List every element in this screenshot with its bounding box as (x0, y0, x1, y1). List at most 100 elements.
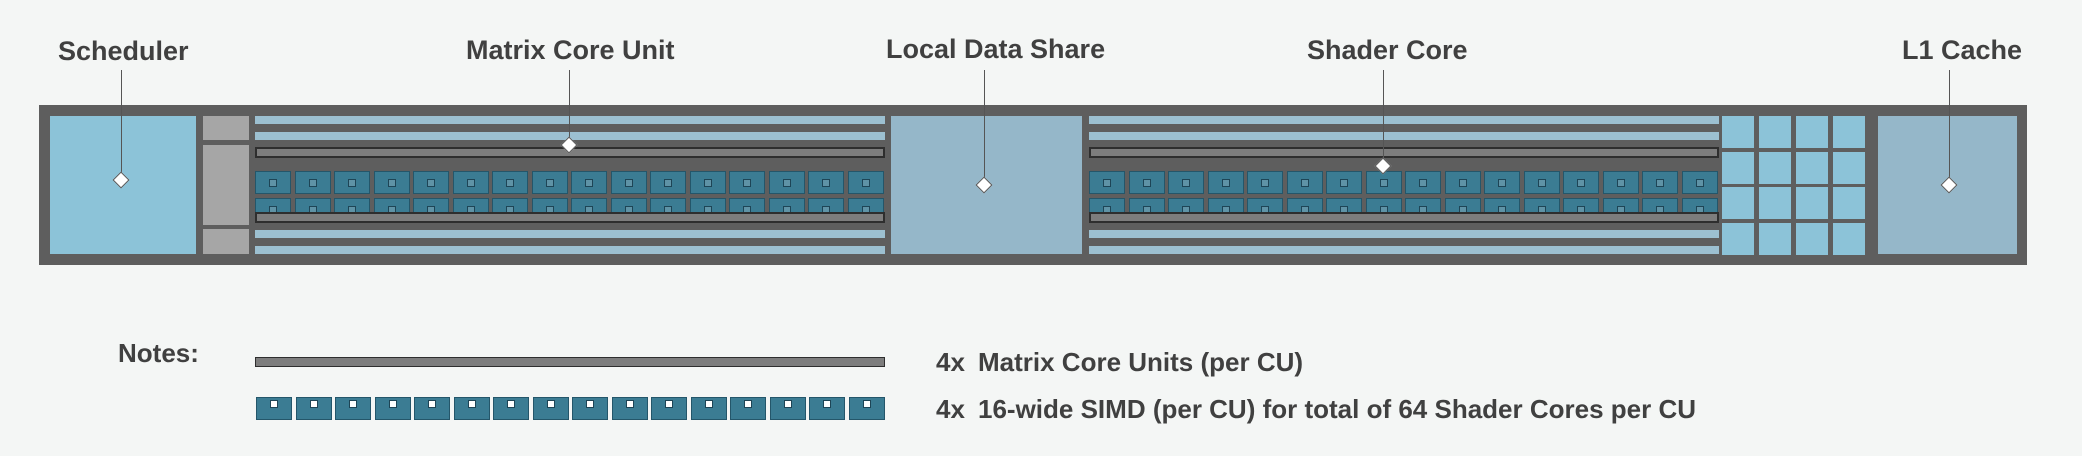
matrix-core-unit-leader (569, 70, 570, 145)
cache-grid-cell (1796, 116, 1828, 148)
local-data-share-label: Local Data Share (886, 34, 1106, 64)
legend-simd-cell (335, 397, 371, 420)
shader-core-label: Shader Core (1307, 35, 1468, 65)
l1-cache-label: L1 Cache (1902, 35, 2023, 65)
right-shader-core-cell (1563, 171, 1599, 194)
compute-unit-frame (39, 105, 2027, 265)
right-matrix-core-bar-top (1089, 147, 1719, 158)
legend-simd-cell (256, 397, 292, 420)
right-shader-core-cell (1365, 171, 1402, 194)
legend-simd-cell (690, 397, 727, 420)
cache-grid-cell (1759, 222, 1791, 255)
right-shader-core-cell (1128, 171, 1165, 194)
left-shader-core-cell (492, 171, 528, 194)
cache-grid-cell (1759, 116, 1791, 148)
cache-grid-cell (1759, 187, 1791, 219)
note-simd: 4x 16-wide SIMD (per CU) for total of 64 … (936, 396, 1696, 422)
cache-grid-cell (1722, 187, 1754, 219)
right-register-strip-bottom-0 (1089, 230, 1719, 238)
legend-simd-cell (493, 397, 529, 420)
right-shader-core-cell (1484, 171, 1520, 194)
right-shader-core-cell (1326, 171, 1362, 194)
l1-cache-leader (1949, 70, 1950, 185)
shader-core-leader (1383, 70, 1384, 165)
note-matrix-core-text: Matrix Core Units (per CU) (978, 347, 1304, 377)
left-shader-core-cell (531, 171, 568, 194)
scheduler-side-block-top (203, 116, 249, 140)
left-register-strip-top-1 (255, 132, 885, 140)
left-shader-core-cell (334, 171, 370, 194)
note-matrix-core-multiplier: 4x (936, 347, 965, 377)
left-shader-core-cell (571, 171, 607, 194)
right-shader-core-cell (1089, 171, 1125, 194)
cache-grid-cell (1722, 222, 1754, 255)
right-shader-core-cell (1247, 171, 1283, 194)
matrix-core-unit-label: Matrix Core Unit (466, 35, 675, 65)
left-register-strip-bottom-1 (255, 246, 885, 254)
left-shader-core-cell (373, 171, 410, 194)
simd-group-right (1089, 105, 1721, 265)
left-shader-core-cell (689, 171, 726, 194)
left-register-strip-bottom-0 (255, 230, 885, 238)
right-register-strip-top-1 (1089, 132, 1719, 140)
legend-simd-cell (414, 397, 450, 420)
cache-grid-cell (1759, 151, 1791, 184)
cache-grid-cell (1796, 187, 1828, 219)
left-register-strip-top-0 (255, 116, 885, 124)
right-shader-core-cell (1602, 171, 1639, 194)
legend-simd-cell (572, 397, 608, 420)
legend-simd-cell (769, 397, 806, 420)
cache-grid-cell (1796, 222, 1828, 255)
legend-simd-cell (295, 397, 332, 420)
scheduler-side-block-middle (203, 145, 249, 225)
right-register-strip-top-0 (1089, 116, 1719, 124)
right-shader-core-cell (1286, 171, 1323, 194)
legend-simd-cell (374, 397, 411, 420)
scheduler-leader (121, 70, 122, 180)
legend-matrix-core-swatch (255, 357, 885, 367)
cache-grid (1722, 116, 1872, 255)
legend-simd-cell (730, 397, 766, 420)
simd-group-left (255, 105, 887, 265)
legend-simd-cell (611, 397, 648, 420)
legend-simd-cell (848, 397, 885, 420)
right-shader-core-cell (1168, 171, 1204, 194)
left-shader-core-cell (413, 171, 449, 194)
legend-simd-cell (809, 397, 845, 420)
note-matrix-core: 4x Matrix Core Units (per CU) (936, 349, 1303, 375)
local-data-share-leader (984, 70, 985, 185)
right-shader-core-cell (1642, 171, 1678, 194)
right-matrix-core-bar-bottom (1089, 212, 1719, 223)
cache-grid-cell (1833, 116, 1865, 148)
left-shader-core-cell (294, 171, 331, 194)
left-shader-core-cell (610, 171, 647, 194)
right-register-strip-bottom-1 (1089, 246, 1719, 254)
notes-title: Notes: (118, 338, 199, 368)
scheduler-label: Scheduler (58, 36, 189, 66)
cache-grid-cell (1833, 222, 1865, 255)
cache-grid-cell (1833, 187, 1865, 219)
left-shader-core-cell (255, 171, 291, 194)
scheduler-side-block-bottom (203, 229, 249, 254)
right-shader-core-cell (1207, 171, 1244, 194)
legend-simd-cell (651, 397, 687, 420)
legend-simd-cell (453, 397, 490, 420)
note-simd-multiplier: 4x (936, 394, 965, 424)
cache-grid-cell (1722, 151, 1754, 184)
left-shader-core-cell (729, 171, 765, 194)
cache-grid-cell (1796, 151, 1828, 184)
legend-simd-cell (532, 397, 569, 420)
right-shader-core-cell (1405, 171, 1441, 194)
right-shader-core-cell (1523, 171, 1560, 194)
left-shader-core-cell (452, 171, 489, 194)
cache-grid-cell (1833, 151, 1865, 184)
note-simd-text: 16-wide SIMD (per CU) for total of 64 Sh… (978, 394, 1697, 424)
cache-grid-cell (1722, 116, 1754, 148)
left-shader-core-cell (808, 171, 844, 194)
left-shader-core-cell (768, 171, 805, 194)
left-shader-core-cell (847, 171, 884, 194)
right-shader-core-cell (1444, 171, 1481, 194)
left-matrix-core-bar-bottom (255, 212, 885, 223)
left-shader-core-cell (650, 171, 686, 194)
right-shader-core-cell (1681, 171, 1718, 194)
